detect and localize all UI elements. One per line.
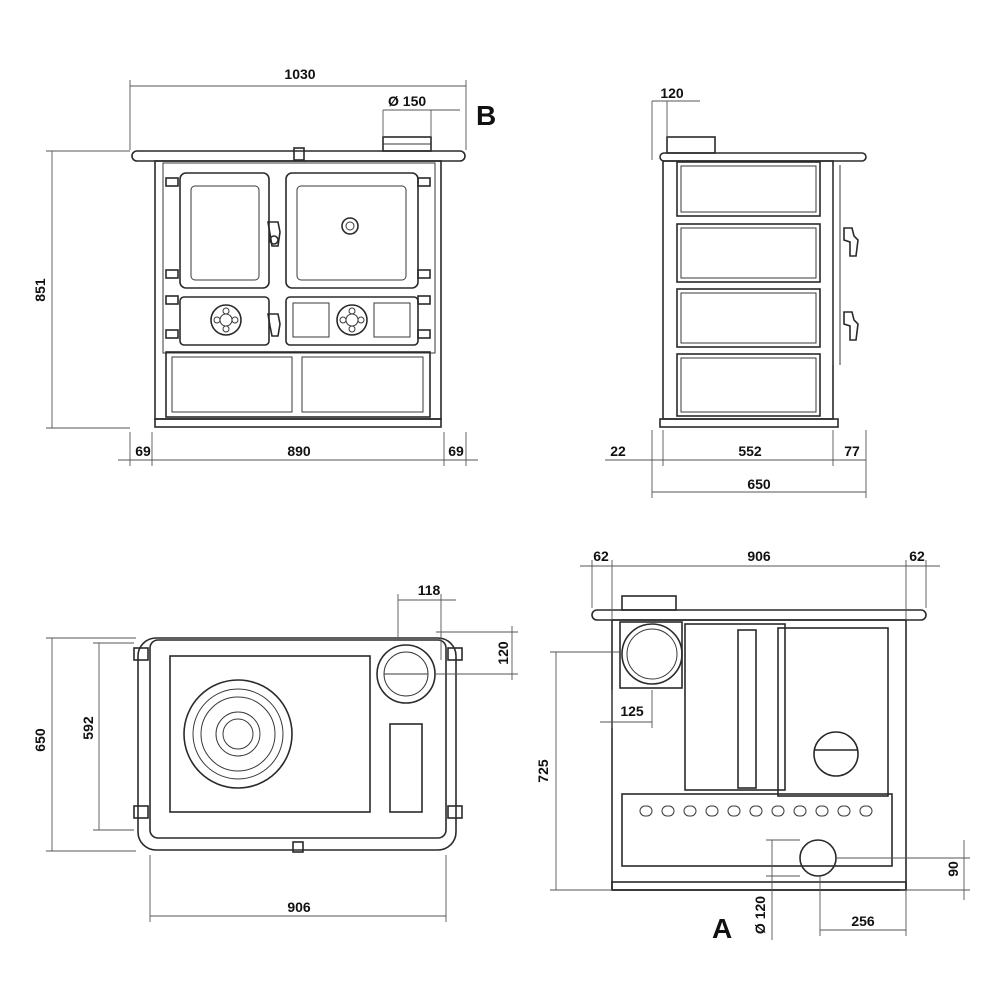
vent-holes [639,805,873,817]
side-handle-depth-label: 77 [844,443,860,459]
rear-body-width-label: 906 [747,548,771,564]
side-view: 120 22 552 77 650 [605,85,867,498]
top-body-width-label: 906 [287,899,311,915]
top-flue-width-label: 118 [418,582,441,598]
rear-view: 62 906 62 125 725 90 256 Ø 120 A [535,548,970,944]
side-flue-offset-label: 120 [660,85,684,101]
top-hob-depth-label: 592 [80,716,96,740]
rear-bottom-outlet-offset-label: 256 [851,913,875,929]
rear-height-label: 725 [535,759,551,783]
front-view-letter: B [476,100,496,131]
rear-flue-offset-label: 125 [620,703,644,719]
rear-side-left-label: 62 [593,548,609,564]
top-flue-offset-label: 120 [495,641,511,665]
front-margin-left-label: 69 [135,443,151,459]
front-view: 1030 Ø 150 851 69 890 69 B [32,66,496,466]
side-foot-left-label: 22 [610,443,626,459]
rear-bottom-outlet-height-label: 90 [945,861,961,877]
front-margin-right-label: 69 [448,443,464,459]
top-view: 118 120 650 592 906 [32,582,518,922]
top-depth-total-label: 650 [32,728,48,752]
side-depth-total-label: 650 [747,476,771,492]
front-width-total-label: 1030 [284,66,315,82]
front-inner-width-label: 890 [287,443,311,459]
rear-bottom-outlet-diameter-label: Ø 120 [752,896,768,934]
rear-view-letter: A [712,913,732,944]
side-body-depth-label: 552 [738,443,762,459]
front-height-total-label: 851 [32,278,48,302]
rear-side-right-label: 62 [909,548,925,564]
front-flue-diameter-label: Ø 150 [388,93,426,109]
